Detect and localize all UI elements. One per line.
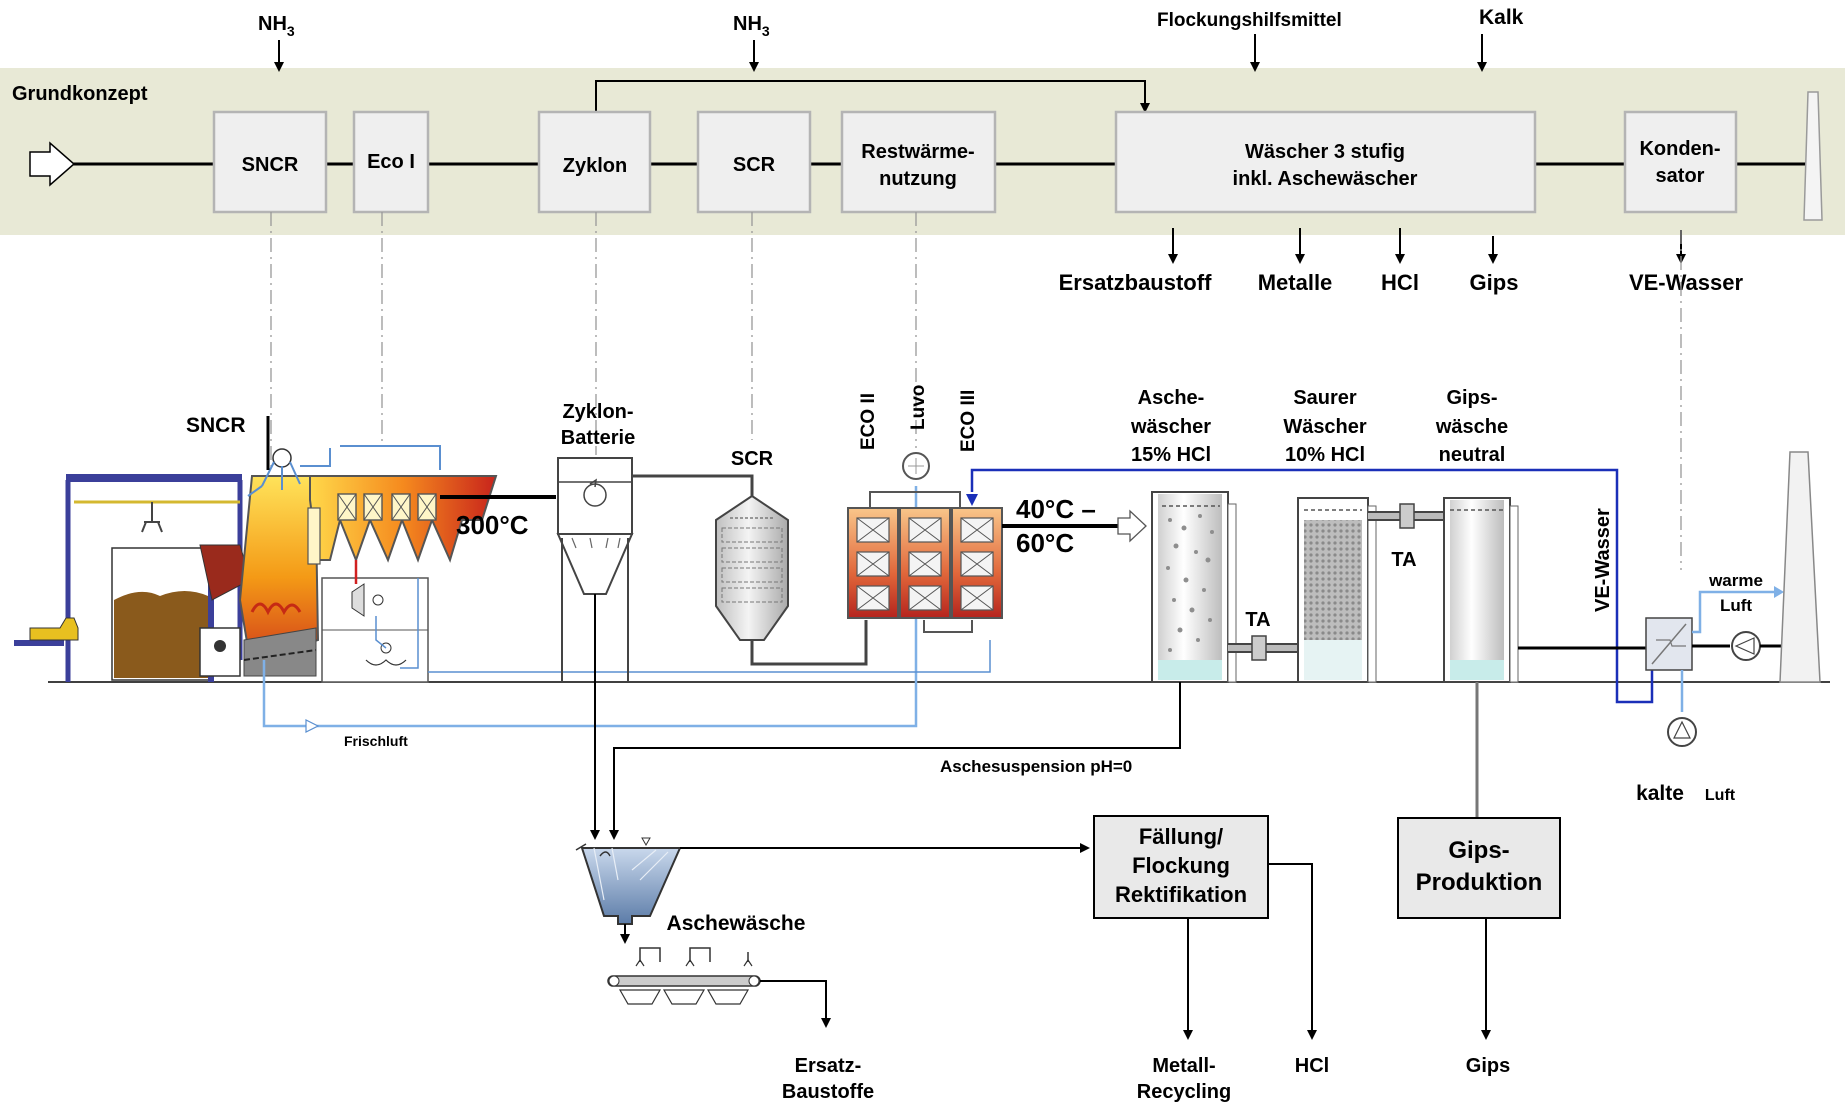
box-waescher-label-2: inkl. Aschewäscher: [1233, 168, 1418, 190]
dashdot-connectors: [270, 212, 1682, 570]
scr-label: SCR: [731, 448, 774, 470]
input-nh3-b: NH3: [733, 13, 770, 39]
box-kondensator: Konden- sator: [1623, 110, 1738, 214]
output-ersatzbaustoff: Ersatzbaustoff: [1059, 270, 1212, 295]
saurer-label-1: Saurer: [1293, 387, 1357, 409]
arrow-hcl: [1268, 863, 1317, 1040]
ascheW-label-2: wäscher: [1130, 416, 1211, 438]
truck-icon: [29, 617, 79, 641]
aschesuspension-label: Aschesuspension pH=0: [940, 757, 1132, 776]
plant-sncr-label: SNCR: [186, 414, 246, 437]
waste-bunker: [14, 474, 243, 682]
aschewaesche-label: Aschewäsche: [667, 912, 806, 935]
luvo-label: Luvo: [908, 385, 929, 430]
boiler-drum-icon: [272, 448, 292, 468]
luft-warm-label: Luft: [1720, 596, 1752, 615]
input-kalk: Kalk: [1479, 6, 1524, 29]
zyklon-label-2: Batterie: [561, 427, 635, 449]
gipsW-label-2: wäsche: [1435, 416, 1508, 438]
output-vewasser: VE-Wasser: [1629, 270, 1744, 295]
ve-wasser-vertical-label: VE-Wasser: [1592, 508, 1614, 612]
box-sncr-label: SNCR: [242, 154, 299, 176]
temp-60: 60°C: [1016, 528, 1074, 558]
ascheW-label-3: 15% HCl: [1131, 444, 1211, 466]
flow-arrow-icon: [1117, 509, 1147, 543]
box-kondensator-label-1: Konden-: [1639, 138, 1720, 160]
feedwater-line: [428, 640, 991, 673]
fan-cold-icon: [1667, 717, 1697, 747]
zyklon-batterie: Zyklon- Batterie: [556, 401, 700, 682]
ta-label-1: TA: [1245, 609, 1270, 631]
box-scr-label: SCR: [733, 154, 776, 176]
frischluft-arrow-icon: [305, 719, 320, 733]
ersatz-label-2: Baustoffe: [782, 1081, 874, 1103]
chimney-icon: [1779, 451, 1821, 683]
box-restwaerme: Restwärme- nutzung: [840, 110, 997, 214]
box-zyklon: Zyklon: [537, 110, 652, 214]
turbine-block: [300, 445, 441, 683]
box-sncr: SNCR: [212, 110, 328, 214]
luft-kalt-label: Luft: [1705, 787, 1736, 804]
faellung-label-1: Fällung/: [1139, 824, 1223, 849]
box-eco1: Eco I: [352, 110, 430, 214]
eco3-label: ECO III: [958, 390, 979, 452]
gipswaesche-tower: [1443, 497, 1519, 683]
gips-prod-label-1: Gips-: [1448, 837, 1509, 864]
bottom-gips-label: Gips: [1466, 1055, 1510, 1077]
ascheW-label-1: Asche-: [1138, 387, 1205, 409]
temp-300: 300°C: [456, 510, 529, 540]
ta-damper-2: [1399, 503, 1415, 529]
gipsW-label-1: Gips-: [1446, 387, 1497, 409]
condenser: [1645, 586, 1786, 747]
box-gips-produktion: Gips- Produktion: [1397, 817, 1561, 919]
warme-label: warme: [1708, 571, 1763, 590]
saurer-label-2: Wäscher: [1283, 416, 1367, 438]
aschewaesche-unit: [575, 837, 831, 1028]
box-eco1-label: Eco I: [367, 151, 415, 173]
temp-40: 40°C –: [1016, 494, 1096, 524]
bottom-hcl-label: HCl: [1295, 1055, 1329, 1077]
ta-damper-1: [1251, 635, 1267, 661]
box-scr: SCR: [696, 110, 812, 214]
box-zyklon-label: Zyklon: [563, 155, 627, 177]
box-restwaerme-label-1: Restwärme-: [861, 141, 974, 163]
zyklon-label-1: Zyklon-: [562, 401, 633, 423]
saurer-label-3: 10% HCl: [1285, 444, 1365, 466]
gipsW-label-3: neutral: [1439, 444, 1506, 466]
aschesuspension-line: [609, 682, 1181, 840]
kalte-label: kalte: [1636, 782, 1684, 805]
box-kondensator-label-2: sator: [1656, 165, 1705, 187]
output-gips: Gips: [1470, 270, 1519, 295]
ta-label-2: TA: [1391, 549, 1416, 571]
gips-prod-label-2: Produktion: [1416, 869, 1543, 896]
ve-wasser-line: [970, 468, 1654, 704]
metall-label-1: Metall-: [1152, 1055, 1215, 1077]
bypass-line: [595, 80, 1150, 113]
eco2-label: ECO II: [858, 393, 879, 450]
box-restwaerme-label-2: nutzung: [879, 168, 957, 190]
box-faellung: Fällung/ Flockung Rektifikation: [1093, 815, 1269, 919]
input-nh3-a: NH3: [258, 13, 295, 39]
furnace: [199, 475, 320, 677]
output-metalle: Metalle: [1258, 270, 1333, 295]
saurer-waescher-tower: [1297, 497, 1377, 683]
output-hcl: HCl: [1381, 270, 1419, 295]
band-title: Grundkonzept: [12, 83, 148, 105]
box-waescher: Wäscher 3 stufig inkl. Aschewäscher: [1114, 110, 1537, 214]
faellung-label-3: Rektifikation: [1115, 882, 1247, 907]
metall-label-2: Recycling: [1137, 1081, 1231, 1103]
heat-exchanger-bank: [847, 491, 1003, 633]
inlet-arrow-icon: [29, 141, 76, 187]
scr-reactor: SCR: [700, 448, 868, 666]
input-flockung: Flockungshilfsmittel: [1157, 10, 1342, 31]
frischluft-label: Frischluft: [344, 733, 408, 749]
faellung-label-2: Flockung: [1132, 853, 1230, 878]
ersatz-label-1: Ersatz-: [795, 1055, 862, 1077]
box-waescher-label-1: Wäscher 3 stufig: [1245, 141, 1405, 163]
aschewaescher-tower: [1151, 491, 1237, 683]
stack-icon: [1803, 91, 1823, 221]
